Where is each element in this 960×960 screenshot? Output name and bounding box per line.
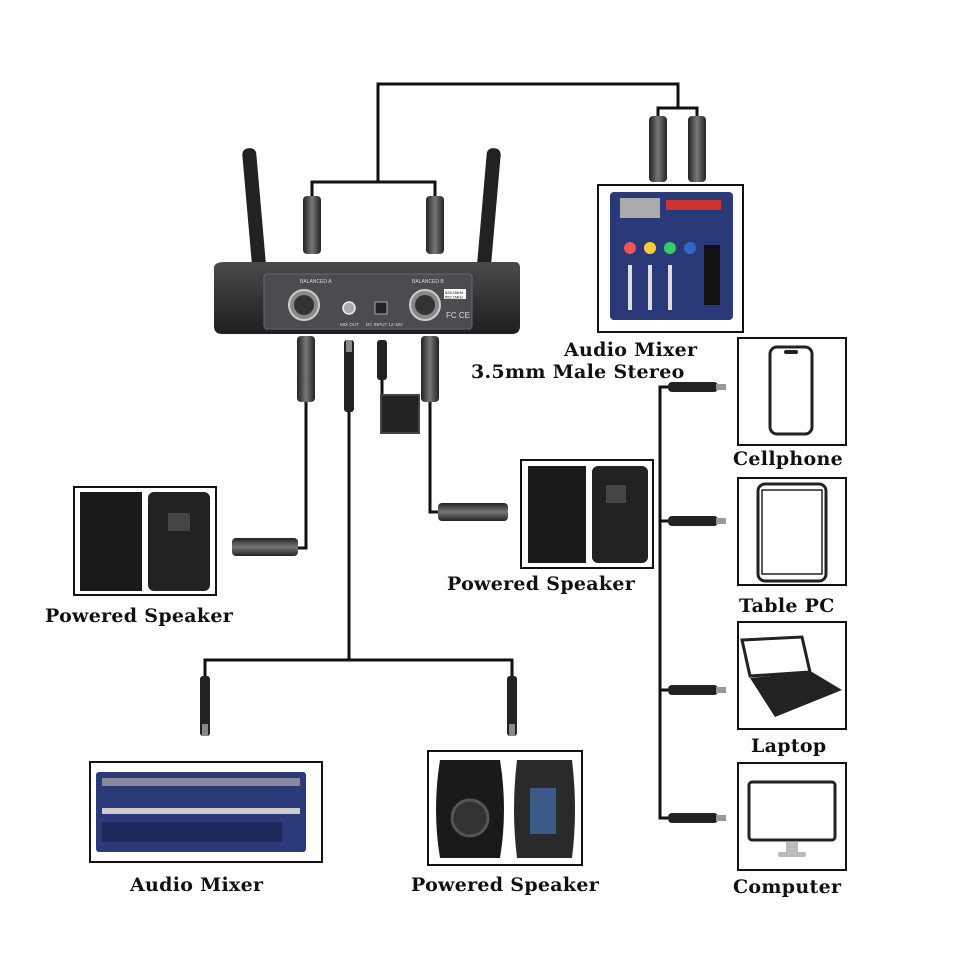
cable-left-speaker xyxy=(298,400,308,550)
jack-plug-bottom-speaker xyxy=(507,676,517,736)
computer-icon xyxy=(747,780,837,842)
speaker-left-back xyxy=(148,492,210,591)
device-top-mixer xyxy=(597,184,744,333)
xlr-out-b-socket xyxy=(415,295,435,315)
xlr-plug-mixer-a xyxy=(649,116,667,182)
plugs-under-receiver xyxy=(297,336,439,434)
label-stereo-cable: 3.5mm Male Stereo xyxy=(471,361,685,383)
cable-receiver-to-top-mixer xyxy=(376,82,680,182)
dc-input-jack[interactable] xyxy=(374,301,388,315)
wireless-receiver: BALANCED A BALANCED B MIX OUT DC INPUT 1… xyxy=(214,148,520,334)
speaker-mid-front xyxy=(528,466,586,563)
label-speaker-mid: Powered Speaker xyxy=(447,573,636,595)
label-computer: Computer xyxy=(733,876,842,898)
jack-plug-bottom-mixer-tip xyxy=(202,724,208,736)
freq-sticker xyxy=(444,289,466,299)
xlr-plug-speaker-right xyxy=(421,336,439,402)
xlr-plug-mixer-b xyxy=(688,116,706,182)
dc-plug xyxy=(377,340,387,380)
stereo-plug-computer-tip xyxy=(716,815,726,821)
xlr-plug-top-a xyxy=(303,196,321,254)
cellphone-icon xyxy=(768,345,814,436)
cable-bottom-split xyxy=(203,658,514,676)
antenna-left xyxy=(242,148,266,268)
jack-plug-bottom-speaker-tip xyxy=(509,724,515,736)
mix-out-label: MIX OUT xyxy=(340,322,359,327)
xlr-out-a-socket xyxy=(294,295,314,315)
antenna-right xyxy=(477,148,501,268)
xlr-female-right-speaker xyxy=(438,503,508,521)
xlr-plug-speaker-left xyxy=(297,336,315,402)
stereo-plug-laptop-tip xyxy=(716,687,726,693)
power-adapter xyxy=(380,394,420,434)
xlr-horizontal-plugs xyxy=(232,503,508,556)
laptop-icon xyxy=(740,635,812,678)
device-laptop xyxy=(737,621,847,730)
stereo-plugs xyxy=(668,382,726,823)
cable-right-speaker xyxy=(428,400,438,514)
device-computer xyxy=(737,762,847,871)
label-cellphone: Cellphone xyxy=(733,448,844,470)
stereo-plug-tablet-tip xyxy=(716,518,726,524)
cable-35mm-bus xyxy=(658,385,668,820)
freq-b-label: 552.1MHz xyxy=(445,295,463,300)
device-speaker-mid xyxy=(520,459,654,569)
cable-xlr-split-top xyxy=(310,180,437,196)
label-speaker-left: Powered Speaker xyxy=(45,605,234,627)
jack-plug-mix-out-tip xyxy=(346,340,352,352)
mix-out-jack[interactable] xyxy=(342,301,356,315)
stereo-plug-tablet xyxy=(668,516,718,526)
device-cellphone xyxy=(737,337,847,446)
panel-label-a: BALANCED A xyxy=(300,279,332,285)
stereo-plug-laptop xyxy=(668,685,718,695)
speaker-left-front xyxy=(80,492,142,591)
panel-label-b: BALANCED B xyxy=(412,279,444,285)
device-bottom-mixer xyxy=(89,761,323,863)
device-speaker-bottom xyxy=(427,750,583,866)
device-speaker-left xyxy=(73,486,217,596)
label-bottom-mixer: Audio Mixer xyxy=(130,874,264,896)
fc-ce-mark: FC CE xyxy=(446,311,470,320)
speaker-mid-back xyxy=(592,466,648,563)
xlr-plug-top-b xyxy=(426,196,444,254)
tablet-icon xyxy=(756,482,828,583)
stereo-plug-computer xyxy=(668,813,718,823)
xlr-female-left-speaker xyxy=(232,538,298,556)
dc-input-label: DC INPUT 12-18V xyxy=(366,322,403,327)
top-mixer-image xyxy=(610,192,733,320)
jack-plug-mix-out xyxy=(344,340,354,412)
label-top-mixer: Audio Mixer xyxy=(564,339,698,361)
device-tablet xyxy=(737,477,847,586)
label-speaker-bottom: Powered Speaker xyxy=(411,874,600,896)
stereo-plug-cellphone-tip xyxy=(716,384,726,390)
xlr-plugs-top xyxy=(303,116,706,254)
cables xyxy=(203,82,699,820)
freq-a-label: 528.1MHz xyxy=(445,290,463,295)
label-laptop: Laptop xyxy=(751,735,827,757)
stereo-plug-cellphone xyxy=(668,382,718,392)
jack-plug-bottom-mixer xyxy=(200,676,210,736)
label-tablet: Table PC xyxy=(739,595,835,617)
